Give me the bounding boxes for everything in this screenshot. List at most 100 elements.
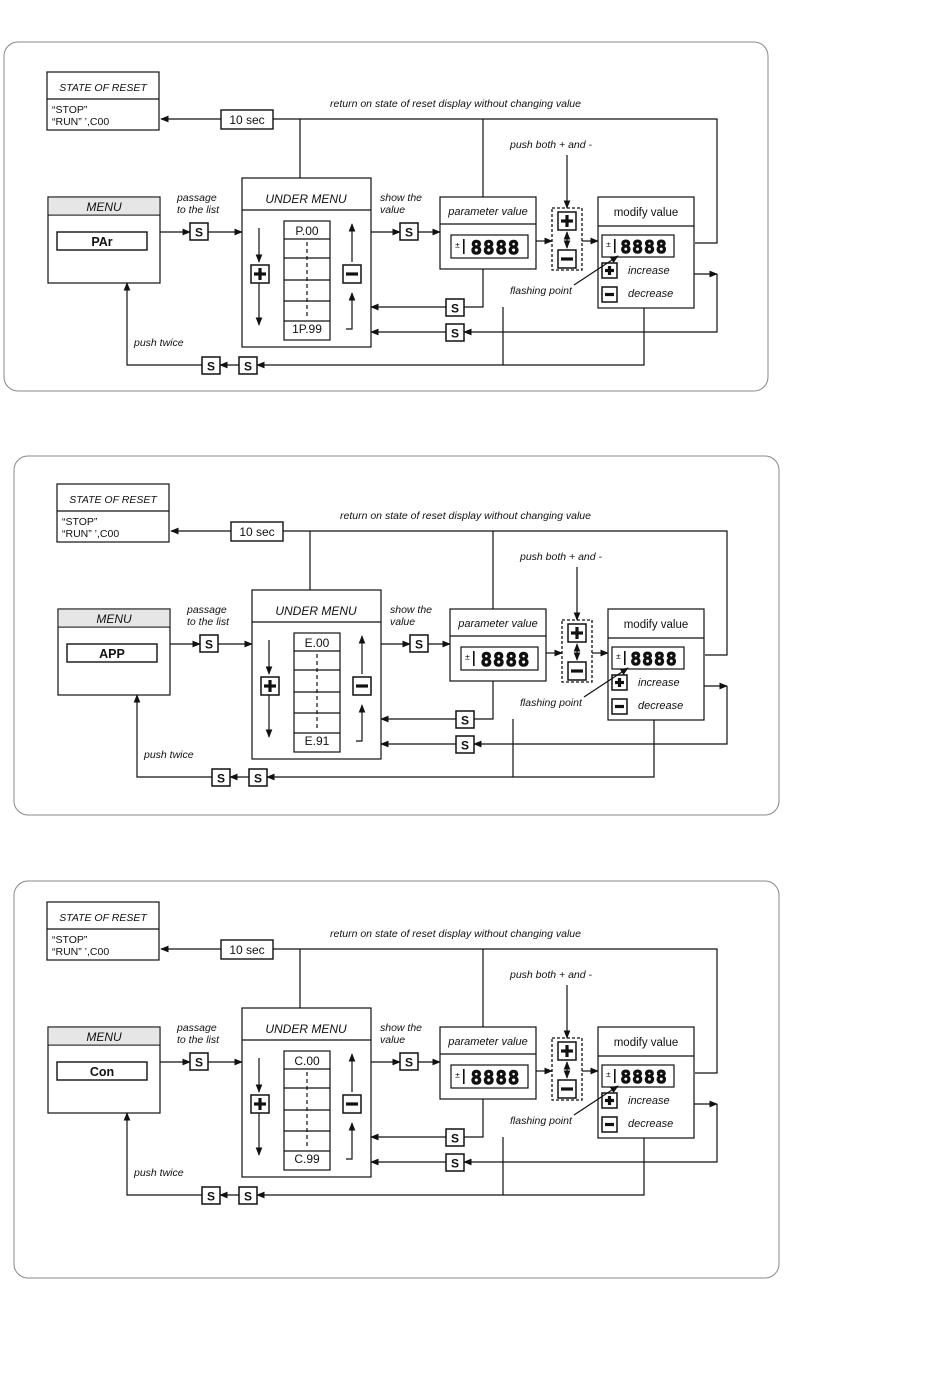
modify-lcd-icon: ± (616, 652, 621, 661)
state-of-reset-box (46, 71, 160, 131)
under-menu-title: UNDER MENU (265, 192, 347, 206)
parameter-lcd-digits: 8888 (471, 1067, 521, 1089)
s-key-twice-2-label: S (244, 1190, 252, 1204)
push-both-plus-key-h (571, 631, 583, 635)
parameter-value-title: parameter value (457, 618, 538, 630)
list-first-item: E.00 (305, 636, 330, 650)
parameter-lcd-icon: ± (465, 653, 470, 662)
passage-label-1: passage (176, 192, 217, 204)
parameter-lcd-icon: ± (455, 241, 460, 250)
reset-run-label: “RUN” ’,C00 (52, 116, 109, 128)
modify-s-return (473, 686, 728, 748)
under-menu-minus-key-h (346, 272, 358, 276)
return-label: return on state of reset display without… (330, 98, 581, 110)
push-both-minus-key-h (571, 669, 583, 673)
increase-key-h (605, 1098, 614, 1103)
parameter-lcd (450, 234, 529, 259)
modify-lcd-digits: 8888 (630, 649, 677, 670)
show-value-label-1: show the (380, 1022, 422, 1034)
parameter-lcd (450, 1064, 529, 1089)
s-key-twice-2-label: S (244, 360, 252, 374)
push-both-minus-key-h (561, 1087, 573, 1091)
s-key-back-2-label: S (451, 327, 459, 341)
s-key-passage-label: S (205, 638, 213, 652)
modify-lcd-icon: ± (606, 240, 611, 249)
list-last-item: E.91 (305, 734, 330, 748)
push-both-minus-key-h (561, 257, 573, 261)
list-first-item: C.00 (294, 1054, 320, 1068)
modify-lcd (601, 234, 675, 258)
modify-to-bottom-line (256, 308, 645, 369)
reset-run-label: “RUN” ’,C00 (62, 528, 119, 540)
parameter-lcd-digits: 8888 (471, 237, 521, 259)
parameter-value-title: parameter value (447, 1036, 528, 1048)
state-of-reset-title: STATE OF RESET (59, 82, 148, 94)
menu-title: MENU (86, 200, 122, 214)
timeout-label: 10 sec (229, 943, 264, 957)
menu-value: APP (99, 647, 125, 661)
passage-label-2: to the list (177, 1034, 220, 1046)
modify-lcd-digits: 8888 (620, 1067, 667, 1088)
menu-title-bg (48, 197, 160, 215)
timeout-label: 10 sec (239, 525, 274, 539)
state-of-reset-box (56, 483, 170, 543)
passage-label-1: passage (186, 604, 227, 616)
s-key-back-2-label: S (461, 739, 469, 753)
parameter-lcd-digits: 8888 (481, 649, 531, 671)
passage-label-2: to the list (187, 616, 230, 628)
state-of-reset-title: STATE OF RESET (69, 494, 158, 506)
under-menu-title: UNDER MENU (275, 604, 357, 618)
modify-lcd-digits: 8888 (620, 237, 667, 258)
modify-lcd (611, 646, 685, 670)
under-menu-minus-key-h (356, 684, 368, 688)
reset-stop-label: “STOP” (52, 104, 88, 116)
modify-value-title: modify value (614, 1037, 679, 1049)
panel-frame (3, 41, 769, 392)
minus-up-arrow-bottom (356, 704, 366, 742)
list-last-item: C.99 (294, 1152, 320, 1166)
return-label: return on state of reset display without… (330, 928, 581, 940)
under-menu-plus-key-h (264, 684, 276, 688)
push-twice-label: push twice (133, 1167, 184, 1179)
flashing-point-label: flashing point (520, 697, 583, 709)
under-menu-plus-key-h (254, 272, 266, 276)
parameter-lcd-bar (463, 239, 465, 254)
increase-label: increase (628, 1095, 670, 1107)
parameter-lcd (460, 646, 539, 671)
decrease-key-h (605, 1122, 614, 1127)
state-of-reset-box (46, 901, 160, 961)
minus-up-arrow-bottom (346, 1122, 356, 1160)
modify-value-title: modify value (624, 619, 689, 631)
show-value-label-2: value (390, 616, 415, 628)
push-twice-return-arrow (123, 282, 202, 366)
parameter-lcd-bar (463, 1069, 465, 1084)
push-both-label: push both + and - (509, 139, 593, 151)
modify-lcd-bar (614, 1069, 616, 1083)
under-menu-title: UNDER MENU (265, 1022, 347, 1036)
menu-title: MENU (86, 1030, 122, 1044)
param-s-return (464, 269, 484, 308)
s-key-back-1-label: S (451, 1132, 459, 1146)
menu-value: PAr (91, 235, 112, 249)
s-key-twice-2-label: S (254, 772, 262, 786)
panel-frame (13, 455, 780, 816)
push-twice-return-arrow (123, 1112, 202, 1196)
flashing-point-pointer (583, 667, 629, 698)
menu-title-bg (48, 1027, 160, 1045)
show-value-label-2: value (380, 1034, 405, 1046)
passage-label-1: passage (176, 1022, 217, 1034)
modify-s-return (463, 274, 718, 336)
return-line (283, 530, 728, 656)
decrease-label: decrease (628, 288, 673, 300)
modify-lcd-bar (614, 239, 616, 253)
menu-value: Con (90, 1065, 114, 1079)
menu-value-box (66, 643, 158, 663)
menu-value-box (56, 1061, 148, 1081)
push-both-label: push both + and - (509, 969, 593, 981)
state-of-reset-title: STATE OF RESET (59, 912, 148, 924)
push-both-plus-key-h (561, 1049, 573, 1053)
modify-to-bottom-line (256, 1138, 645, 1199)
